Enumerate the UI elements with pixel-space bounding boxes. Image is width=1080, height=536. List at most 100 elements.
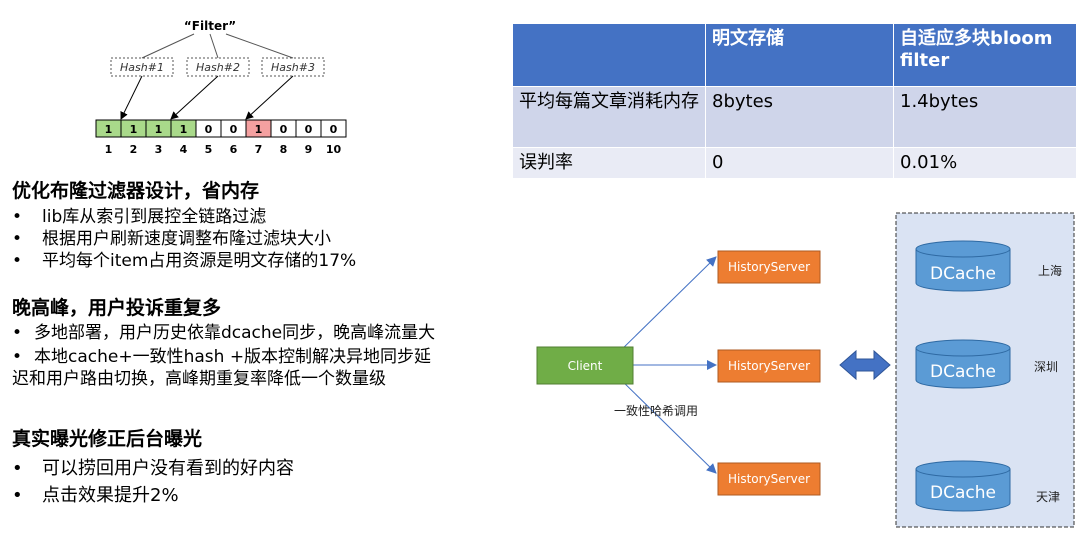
bit-value: 0 bbox=[205, 123, 213, 136]
bit-cell: 1 bbox=[145, 119, 172, 138]
hash-arrow bbox=[245, 75, 294, 120]
edge-label: 一致性哈希调用 bbox=[614, 403, 698, 418]
bit-index: 6 bbox=[230, 143, 238, 156]
title-link-line bbox=[209, 33, 219, 59]
edge-client-server-1 bbox=[615, 256, 717, 356]
city-label: 上海 bbox=[1038, 263, 1062, 278]
bit-index: 5 bbox=[205, 143, 213, 156]
edge-client-server-3 bbox=[615, 374, 717, 474]
bit-value: 0 bbox=[230, 123, 238, 136]
bit-index: 1 bbox=[105, 143, 113, 156]
sync-double-arrow-icon bbox=[839, 349, 891, 381]
table-header-plaintext: 明文存储 bbox=[705, 24, 894, 87]
history-server-node: HistoryServer bbox=[717, 462, 821, 496]
hash-label: Hash#3 bbox=[271, 61, 315, 74]
history-server-node: HistoryServer bbox=[717, 349, 821, 383]
city-label: 天津 bbox=[1036, 490, 1060, 504]
bullet-icon: • bbox=[12, 207, 23, 227]
bit-index: 9 bbox=[305, 143, 313, 156]
paragraph: • 本地cache+一致性hash +版本控制解决异地同步延 迟和用户路由切换，高… bbox=[12, 346, 431, 390]
bullet-list: • lib库从索引到展控全链路过滤 • 根据用户刷新速度调整布隆过滤块大小 • 平均每… bbox=[12, 206, 356, 272]
list-item: • lib库从索引到展控全链路过滤 bbox=[12, 206, 356, 228]
bit-cell: 0 bbox=[295, 119, 322, 138]
bullet-text: 平均每个item占用资源是明文存储的17% bbox=[42, 251, 357, 271]
bullet-text: 多地部署，用户历史依靠dcache同步，晚高峰流量大 bbox=[34, 323, 436, 343]
title-link-line bbox=[225, 33, 294, 59]
list-item: • 点击效果提升2% bbox=[12, 482, 294, 509]
hash-label: Hash#1 bbox=[120, 61, 164, 74]
section-heading: 真实曝光修正后台曝光 bbox=[12, 428, 203, 450]
title-link-line bbox=[141, 33, 195, 59]
client-label: Client bbox=[568, 359, 603, 373]
list-item: • 可以捞回用户没有看到的好内容 bbox=[12, 455, 294, 482]
bullet-list: • 可以捞回用户没有看到的好内容 • 点击效果提升2% bbox=[12, 455, 294, 509]
bit-cell: 1 bbox=[170, 119, 197, 138]
bullet-text: 可以捞回用户没有看到的好内容 bbox=[42, 458, 294, 479]
table-cell: 0 bbox=[705, 147, 894, 178]
bit-index: 7 bbox=[255, 143, 263, 156]
hash-function-box: Hash#3 bbox=[261, 57, 325, 77]
table-header-empty bbox=[513, 24, 706, 87]
hash-label: Hash#2 bbox=[196, 61, 240, 74]
paragraph-text: 本地cache+一致性hash +版本控制解决异地同步延 bbox=[34, 347, 432, 367]
bullet-icon: • bbox=[12, 347, 23, 367]
bullet-icon: • bbox=[12, 229, 23, 249]
client-node: Client bbox=[536, 346, 634, 385]
list-item: • 平均每个item占用资源是明文存储的17% bbox=[12, 250, 356, 272]
architecture-diagram: 一致性哈希调用 Client HistoryServer HistoryServ… bbox=[536, 212, 1075, 528]
history-server-node: HistoryServer bbox=[717, 250, 821, 284]
bullet-icon: • bbox=[12, 458, 23, 479]
bit-index: 3 bbox=[155, 143, 163, 156]
paragraph-line: 迟和用户路由切换，高峰期重复率降低一个数量级 bbox=[12, 369, 386, 389]
bit-cell: 0 bbox=[270, 119, 297, 138]
bit-cell: 1 bbox=[245, 119, 272, 138]
list-item: • 多地部署，用户历史依靠dcache同步，晚高峰流量大 bbox=[12, 322, 435, 344]
comparison-table: 明文存储 自适应多块bloom filter 平均每篇文章消耗内存 8bytes… bbox=[513, 24, 1077, 178]
bit-value: 0 bbox=[305, 123, 313, 136]
bloom-filter-title: “Filter” bbox=[184, 19, 236, 33]
section-heading: 晚高峰，用户投诉重复多 bbox=[12, 297, 222, 319]
bit-cell: 0 bbox=[195, 119, 222, 138]
bit-value: 1 bbox=[105, 123, 113, 136]
dcache-label: DCache bbox=[930, 264, 996, 284]
bullet-list: • 多地部署，用户历史依靠dcache同步，晚高峰流量大 bbox=[12, 322, 435, 344]
bit-cell: 1 bbox=[95, 119, 122, 138]
dcache-label: DCache bbox=[930, 362, 996, 382]
list-item: • 根据用户刷新速度调整布隆过滤块大小 bbox=[12, 228, 356, 250]
bit-value: 1 bbox=[255, 123, 263, 136]
bit-value: 1 bbox=[130, 123, 138, 136]
bit-value: 1 bbox=[155, 123, 163, 136]
bit-value: 0 bbox=[280, 123, 288, 136]
hash-function-box: Hash#2 bbox=[186, 57, 250, 77]
bit-index: 2 bbox=[130, 143, 138, 156]
dcache-node: DCache bbox=[915, 240, 1011, 292]
hash-arrow bbox=[120, 75, 143, 120]
table-cell: 1.4bytes bbox=[893, 86, 1077, 148]
bullet-text: 根据用户刷新速度调整布隆过滤块大小 bbox=[42, 229, 331, 249]
table-cell: 0.01% bbox=[893, 147, 1077, 178]
table-header-row: 明文存储 自适应多块bloom filter bbox=[513, 24, 1077, 87]
hash-function-box: Hash#1 bbox=[110, 57, 174, 77]
dcache-label: DCache bbox=[930, 483, 996, 503]
table-cell: 8bytes bbox=[705, 86, 894, 148]
server-label: HistoryServer bbox=[728, 472, 810, 486]
bullet-text: 点击效果提升2% bbox=[42, 485, 179, 506]
bullet-icon: • bbox=[12, 323, 23, 343]
bit-index: 4 bbox=[180, 143, 188, 156]
bullet-icon: • bbox=[12, 251, 23, 271]
bit-cell: 0 bbox=[220, 119, 247, 138]
bit-cell: 1 bbox=[120, 119, 147, 138]
table-row: 误判率 0 0.01% bbox=[513, 147, 1077, 178]
table-row: 平均每篇文章消耗内存 8bytes 1.4bytes bbox=[513, 86, 1077, 148]
city-label: 深圳 bbox=[1034, 360, 1058, 374]
bit-value: 1 bbox=[180, 123, 188, 136]
bit-index: 8 bbox=[280, 143, 288, 156]
section-heading: 优化布隆过滤器设计，省内存 bbox=[12, 180, 260, 202]
bullet-text: lib库从索引到展控全链路过滤 bbox=[42, 207, 267, 227]
bit-cell: 0 bbox=[320, 119, 347, 138]
dcache-node: DCache bbox=[915, 339, 1011, 389]
table-header-bloom: 自适应多块bloom filter bbox=[893, 24, 1077, 87]
bloom-filter-diagram: “Filter” Hash#1 Hash#2 Hash#3 1 1 1 1 0 0 1 0 0 0 1… bbox=[95, 19, 347, 156]
bullet-icon: • bbox=[12, 485, 23, 506]
bit-value: 0 bbox=[330, 123, 338, 136]
